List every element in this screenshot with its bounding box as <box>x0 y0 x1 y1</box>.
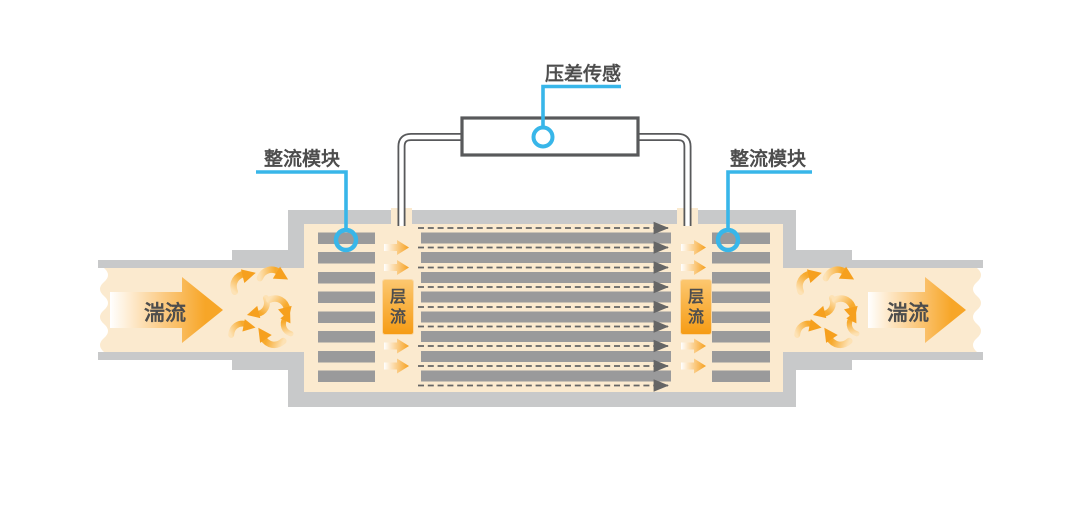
sensor-tubes <box>397 133 692 226</box>
module-label-right: 整流模块 <box>730 148 807 170</box>
laminar-element-plates <box>421 232 671 382</box>
flow-straightener-right <box>712 232 770 382</box>
callout-lines <box>256 84 812 253</box>
streamline-dashed-arrows <box>418 221 669 392</box>
turbulent-arrow-right <box>868 277 966 343</box>
laminar-label-left: 层流 <box>389 287 406 326</box>
module-right-circle-icon <box>715 227 741 253</box>
laminar-label-right: 层流 <box>687 287 704 326</box>
turbulent-label-inlet: 湍流 <box>144 301 186 325</box>
laminar-badge-left: 层流 <box>383 280 413 334</box>
turbulent-label-outlet: 湍流 <box>887 301 929 325</box>
module-label-left: 整流模块 <box>264 148 341 170</box>
laminar-badge-right: 层流 <box>681 280 711 334</box>
pipe-left-walls <box>98 250 288 370</box>
flow-straightener-left <box>318 232 375 382</box>
pipe-right-walls <box>796 250 983 370</box>
housing-interior <box>304 224 783 392</box>
module-left-circle-icon <box>333 227 359 253</box>
turbulent-arrow-left <box>110 277 223 343</box>
sensor-label: 压差传感 <box>545 63 622 85</box>
sensor-port-circle-icon <box>531 125 555 149</box>
